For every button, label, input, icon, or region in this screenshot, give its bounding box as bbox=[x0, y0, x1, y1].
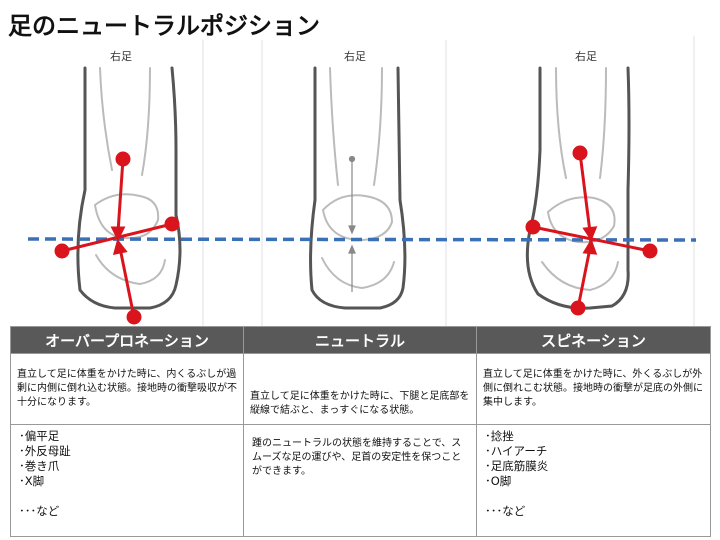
list-item bbox=[485, 489, 702, 504]
desc-supination: 直立して足に体重をかけた時に、外くるぶしが外側に倒れこむ状態。接地時の衝撃が足底… bbox=[476, 353, 711, 425]
left-foot-drawing bbox=[76, 66, 182, 310]
foot-illustrations bbox=[27, 36, 697, 326]
neutral-axis bbox=[348, 155, 356, 292]
list-supination: ･捻挫 ･ハイアーチ ･足底筋膜炎 ･O脚 ･･･など bbox=[476, 424, 711, 537]
label-center-foot: 右足 bbox=[344, 50, 366, 63]
right-red-axis bbox=[525, 145, 658, 316]
detail-neutral: 踵のニュートラルの状態を維持することで、スムーズな足の運びや、足首の安定性を保つ… bbox=[243, 424, 477, 537]
label-left-foot: 右足 bbox=[110, 50, 132, 63]
list-item: ･･･など bbox=[19, 504, 60, 518]
list-item: ･O脚 bbox=[485, 474, 512, 488]
list-item: ･ハイアーチ bbox=[485, 444, 548, 458]
header-supination: スピネーション bbox=[476, 326, 711, 354]
list-item: ･偏平足 bbox=[19, 429, 60, 443]
list-item: ･外反母趾 bbox=[19, 444, 71, 458]
desc-over-pronation: 直立して足に体重をかけた時に、内くるぶしが過剰に内側に倒れ込む状態。接地時の衝撃… bbox=[10, 353, 244, 425]
list-item: ･捻挫 bbox=[485, 429, 514, 443]
right-foot-drawing bbox=[525, 66, 631, 310]
list-item bbox=[19, 489, 235, 504]
page-title: 足のニュートラルポジション bbox=[8, 12, 320, 40]
comparison-table: オーバープロネーション ニュートラル スピネーション 直立して足に体重をかけた時… bbox=[10, 326, 711, 537]
header-neutral: ニュートラル bbox=[243, 326, 477, 354]
left-red-axis bbox=[54, 151, 180, 325]
desc-neutral: 直立して足に体重をかけた時に、下腿と足底部を縦線で結ぶと、まっすぐになる状態。 bbox=[243, 353, 477, 425]
list-item: ･巻き爪 bbox=[19, 459, 60, 473]
list-over-pronation: ･偏平足 ･外反母趾 ･巻き爪 ･X脚 ･･･など bbox=[10, 424, 244, 537]
list-item: ･･･など bbox=[485, 504, 526, 518]
list-item: ･X脚 bbox=[19, 474, 45, 488]
center-foot-drawing bbox=[309, 66, 407, 310]
header-over-pronation: オーバープロネーション bbox=[10, 326, 244, 354]
ground-line bbox=[27, 237, 697, 242]
label-right-foot: 右足 bbox=[575, 50, 597, 63]
list-item: ･足底筋膜炎 bbox=[485, 459, 549, 473]
